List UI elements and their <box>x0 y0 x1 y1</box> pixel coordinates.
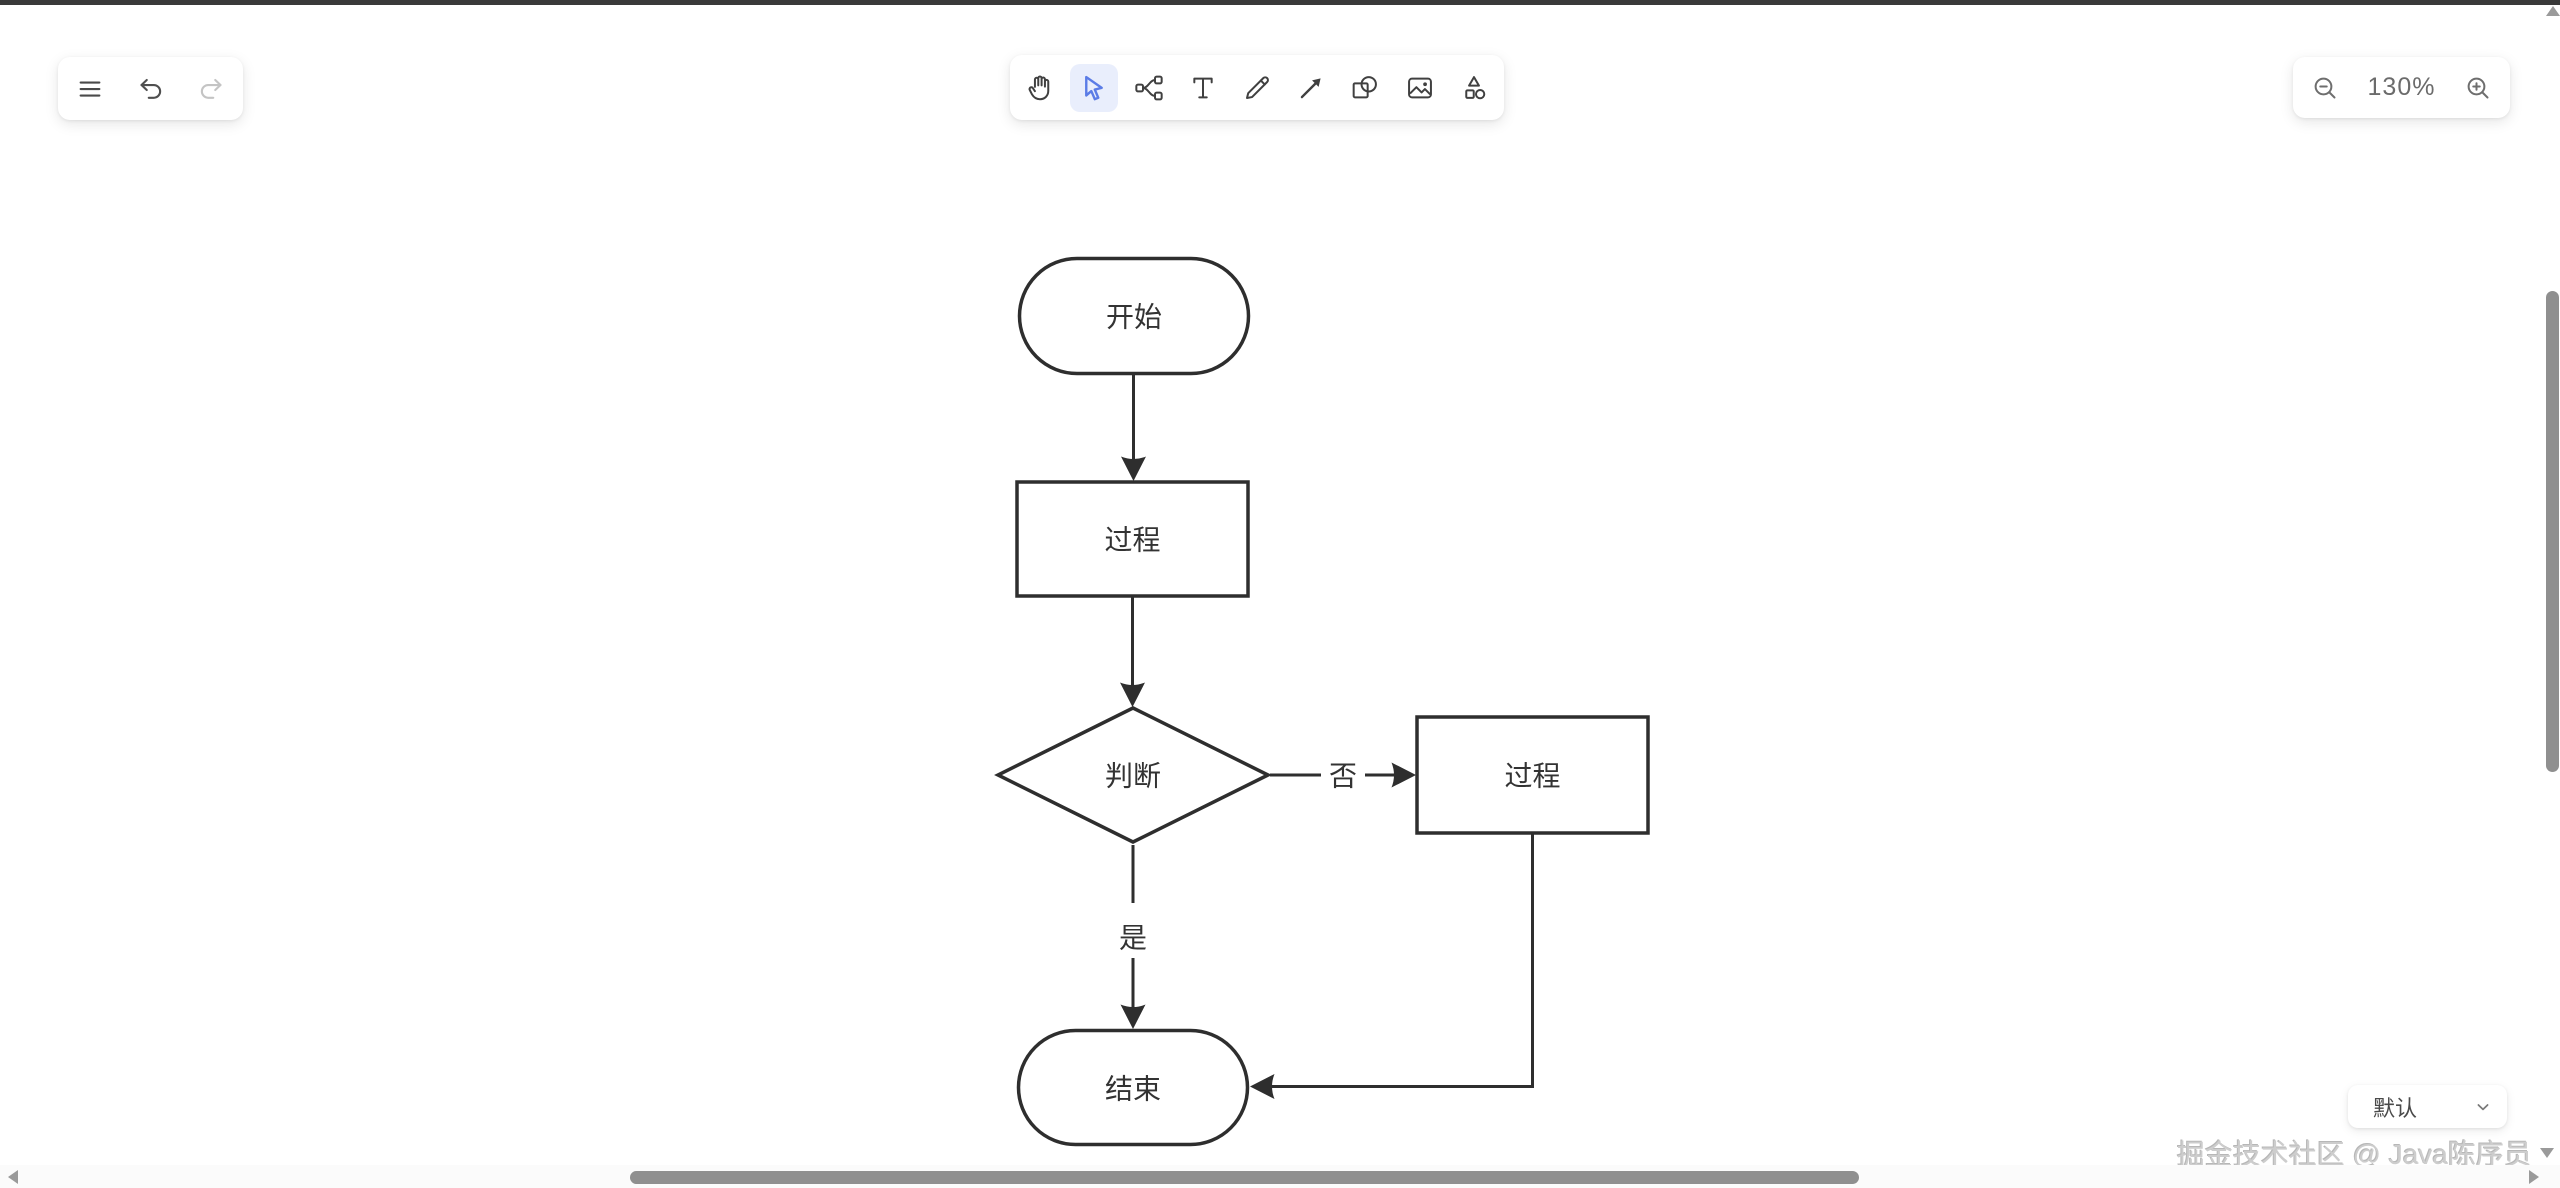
edge-label-no: 否 <box>1329 761 1357 792</box>
tool-shapes[interactable] <box>1341 64 1389 112</box>
style-selector-dropdown[interactable]: 默认 <box>2348 1085 2507 1128</box>
zoom-out-button[interactable] <box>2307 70 2343 106</box>
node-end-label: 结束 <box>1105 1074 1161 1105</box>
arrowhead-down-icon <box>1120 682 1145 707</box>
magnifier-plus-icon <box>2467 77 2489 98</box>
zoom-in-button[interactable] <box>2460 70 2496 106</box>
edge-label-yes: 是 <box>1119 923 1147 954</box>
edge-start-process1[interactable] <box>1121 374 1146 481</box>
text-icon <box>1193 77 1213 98</box>
toolbar-left <box>58 57 243 120</box>
node-end[interactable]: 结束 <box>1016 1028 1250 1147</box>
arrowhead-down-icon <box>1120 1004 1146 1029</box>
style-selector-value: 默认 <box>2373 1095 2418 1121</box>
magnifier-minus-icon <box>2314 77 2336 98</box>
hamburger-menu-icon <box>79 80 101 97</box>
scroll-right-arrow-icon[interactable] <box>2529 1170 2539 1184</box>
stencil-icon <box>1464 75 1485 99</box>
edge-process2-end[interactable] <box>1250 833 1534 1099</box>
tool-pencil[interactable] <box>1233 64 1281 112</box>
node-decision-label: 判断 <box>1105 761 1161 792</box>
undo-icon <box>139 78 161 99</box>
pencil-icon <box>1245 75 1269 99</box>
scroll-down-arrow-icon[interactable] <box>2540 1148 2554 1158</box>
hand-icon <box>1028 75 1050 100</box>
arrowhead-right-icon <box>1391 762 1416 788</box>
undo-button[interactable] <box>127 65 175 113</box>
mindmap-icon <box>1134 75 1163 100</box>
zoom-level-value: 130% <box>2367 73 2436 101</box>
arrowhead-down-icon <box>1121 456 1146 481</box>
menu-button[interactable] <box>66 65 114 113</box>
tool-text[interactable] <box>1179 64 1227 112</box>
node-process-1-label: 过程 <box>1104 525 1160 556</box>
image-icon <box>1407 77 1432 98</box>
zoom-controls: 130% <box>2293 57 2510 118</box>
shapes-icon <box>1352 75 1378 98</box>
node-process-2-label: 过程 <box>1504 761 1560 792</box>
tool-stencil[interactable] <box>1450 64 1498 112</box>
vertical-scrollbar-thumb[interactable] <box>2546 291 2559 772</box>
tool-image[interactable] <box>1396 64 1444 112</box>
edge-decision-end[interactable]: 是 <box>1119 845 1147 1029</box>
chevron-down-icon <box>2477 1103 2489 1110</box>
scroll-left-arrow-icon[interactable] <box>8 1170 18 1184</box>
edge-decision-process2[interactable]: 否 <box>1270 761 1416 792</box>
node-process-1[interactable]: 过程 <box>1015 480 1250 598</box>
edge-process1-decision[interactable] <box>1120 596 1145 707</box>
tool-arrow[interactable] <box>1287 64 1335 112</box>
node-start[interactable]: 开始 <box>1017 256 1251 376</box>
horizontal-scrollbar-thumb[interactable] <box>630 1171 1859 1184</box>
redo-button[interactable] <box>187 65 235 113</box>
toolbar-main <box>1010 55 1504 120</box>
tool-select[interactable] <box>1070 63 1119 112</box>
node-start-label: 开始 <box>1106 302 1162 333</box>
node-decision[interactable]: 判断 <box>994 706 1272 844</box>
watermark-text: 掘金技术社区 @ Java陈序员 <box>2176 1139 2532 1170</box>
redo-icon <box>200 78 222 99</box>
cursor-icon <box>1085 75 1104 100</box>
window-top-bar <box>0 0 2560 5</box>
node-process-2[interactable]: 过程 <box>1415 715 1650 835</box>
tool-pan[interactable] <box>1016 64 1064 112</box>
tool-mindmap[interactable] <box>1125 64 1173 112</box>
arrowhead-left-icon <box>1250 1074 1275 1099</box>
scroll-up-arrow-icon[interactable] <box>2546 6 2560 16</box>
arrow-icon <box>1300 77 1321 98</box>
